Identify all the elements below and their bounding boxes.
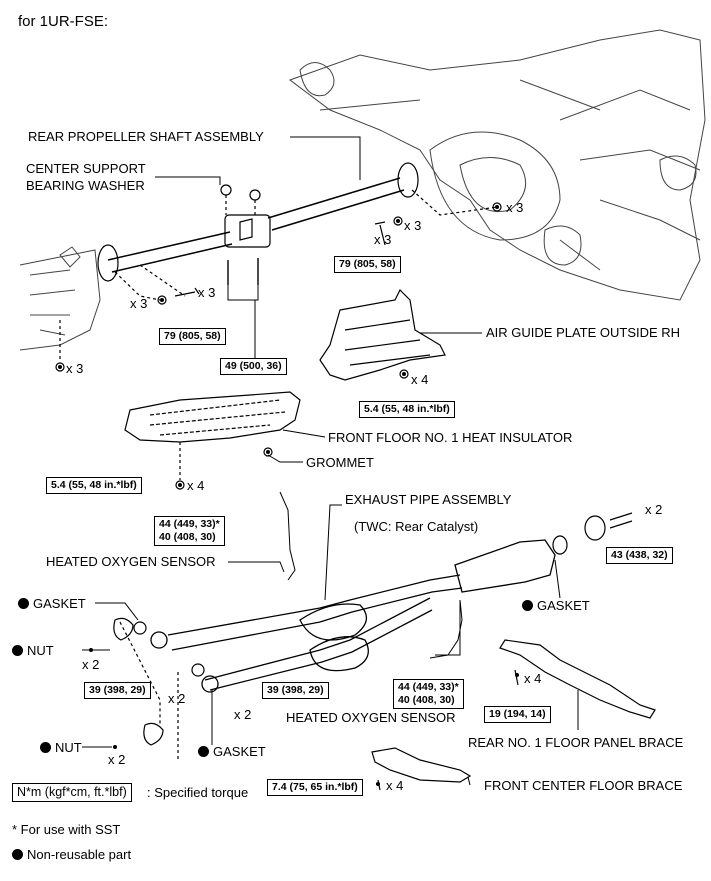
torque-center-support: 49 (500, 36) — [220, 358, 287, 375]
label-nut-upper: NUT — [12, 643, 54, 658]
torque-front-shaft: 79 (805, 58) — [159, 328, 226, 345]
qty-center: x 2 — [168, 691, 186, 706]
torque-o2-lower-sst: 44 (449, 33)* — [398, 681, 459, 693]
qty-bolt-front: x 3 — [198, 285, 216, 300]
qty-insulator: x 4 — [187, 478, 205, 493]
nonreusable-marker — [18, 598, 29, 609]
nonreusable-marker — [12, 645, 23, 656]
label-heated-o2-upper: HEATED OXYGEN SENSOR — [46, 554, 216, 569]
qty-nut-upper: x 2 — [82, 657, 100, 672]
label-center-support-2: BEARING WASHER — [26, 178, 145, 193]
torque-insulator: 5.4 (55, 48 in.*lbf) — [46, 477, 142, 494]
nonreusable-marker — [12, 849, 23, 860]
gaskets-nuts — [113, 512, 633, 760]
qty-washer-rear: x 3 — [404, 218, 422, 233]
label-grommet: GROMMET — [306, 455, 374, 470]
qty-front-brace: x 4 — [386, 778, 404, 793]
legend-torque-desc: : Specified torque — [147, 785, 249, 800]
shaft-fasteners — [55, 189, 502, 372]
torque-o2-lower-std: 40 (408, 30) — [398, 694, 455, 706]
torque-front-flange-right: 39 (398, 29) — [262, 682, 329, 699]
label-gasket-right: GASKET — [522, 598, 590, 613]
legend-sst-note: * For use with SST — [12, 822, 121, 837]
torque-rear-shaft: 79 (805, 58) — [334, 256, 401, 273]
label-heated-o2-lower: HEATED OXYGEN SENSOR — [286, 710, 456, 725]
torque-front-flange-left: 39 (398, 29) — [84, 682, 151, 699]
label-nut-lower: NUT — [40, 740, 82, 755]
qty-washer-front: x 3 — [130, 296, 148, 311]
rear-suspension-member — [288, 29, 706, 301]
qty-nut-lower: x 2 — [108, 752, 126, 767]
air-guide-plate — [319, 288, 446, 381]
qty-center2: x 2 — [234, 707, 252, 722]
torque-rear-brace: 19 (194, 14) — [484, 706, 551, 723]
nonreusable-marker — [198, 746, 209, 757]
label-twc-note: (TWC: Rear Catalyst) — [354, 519, 479, 534]
front-floor-heat-insulator — [124, 391, 301, 490]
label-rear-floor-brace: REAR NO. 1 FLOOR PANEL BRACE — [468, 735, 684, 750]
torque-o2-upper: 44 (449, 33)* 40 (408, 30) — [154, 516, 225, 546]
label-front-center-brace: FRONT CENTER FLOOR BRACE — [484, 778, 683, 793]
label-gasket-bottom: GASKET — [198, 744, 266, 759]
torque-air-guide: 5.4 (55, 48 in.*lbf) — [359, 401, 455, 418]
rear-floor-panel-brace — [499, 639, 656, 719]
label-front-floor-insulator: FRONT FLOOR NO. 1 HEAT INSULATOR — [328, 430, 573, 445]
qty-bolt-rear: x 3 — [374, 232, 392, 247]
label-center-support-1: CENTER SUPPORT — [26, 161, 146, 176]
torque-o2-upper-sst: 44 (449, 33)* — [159, 518, 220, 530]
propeller-shaft — [97, 162, 419, 282]
qty-shaft-rear: x 3 — [506, 200, 524, 215]
qty-air-guide: x 4 — [411, 372, 429, 387]
torque-rear-flange: 43 (438, 32) — [606, 547, 673, 564]
qty-nut-front: x 3 — [66, 361, 84, 376]
torque-front-brace: 7.4 (75, 65 in.*lbf) — [267, 779, 363, 796]
qty-rear-brace: x 4 — [524, 671, 542, 686]
nonreusable-marker — [40, 742, 51, 753]
label-exhaust-pipe: EXHAUST PIPE ASSEMBLY — [345, 492, 512, 507]
diagram-header: for 1UR-FSE: — [18, 13, 109, 30]
nonreusable-marker — [522, 600, 533, 611]
legend-nonreusable: Non-reusable part — [12, 847, 131, 862]
qty-rear-flange: x 2 — [645, 502, 663, 517]
exhaust-pipe-assembly — [150, 491, 556, 693]
label-air-guide-plate: AIR GUIDE PLATE OUTSIDE RH — [486, 325, 681, 340]
torque-o2-upper-std: 40 (408, 30) — [159, 531, 216, 543]
legend-torque-box: N*m (kgf*cm, ft.*lbf) — [12, 783, 132, 802]
label-gasket-left: GASKET — [18, 596, 86, 611]
label-rear-propeller-shaft: REAR PROPELLER SHAFT ASSEMBLY — [28, 129, 264, 144]
torque-o2-lower: 44 (449, 33)* 40 (408, 30) — [393, 679, 464, 709]
